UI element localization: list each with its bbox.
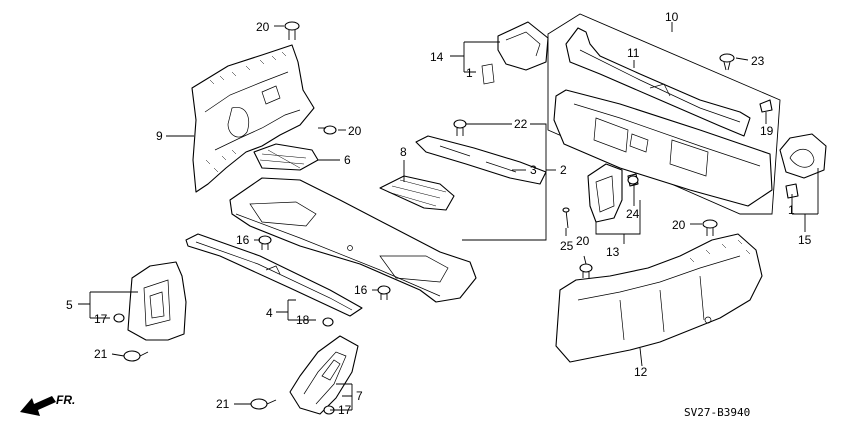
- diagram-code: SV27-B3940: [684, 406, 750, 419]
- callout-16: 16: [236, 233, 250, 247]
- callout-7: 7: [356, 389, 363, 403]
- callout-2: 2: [560, 163, 567, 177]
- callout-12: 12: [634, 365, 648, 379]
- part-12-right-trunk-lining[interactable]: [555, 233, 763, 363]
- part-11-rear-panel-lining[interactable]: [565, 27, 751, 137]
- part-9-left-trunk-lining[interactable]: [191, 44, 315, 193]
- part-8-panel[interactable]: [379, 175, 455, 211]
- leader-lines: [78, 22, 819, 411]
- callout-21: 21: [216, 397, 230, 411]
- callout-21: 21: [94, 347, 108, 361]
- callout-17: 17: [338, 403, 352, 417]
- part-5-left-trim[interactable]: [127, 261, 187, 341]
- callout-17: 17: [94, 312, 108, 326]
- callout-20: 20: [256, 20, 270, 34]
- callout-10: 10: [665, 10, 679, 24]
- clip-20-bottom[interactable]: [579, 263, 593, 278]
- callout-16: 16: [354, 283, 368, 297]
- callout-11: 11: [627, 46, 640, 60]
- callout-25: 25: [560, 239, 574, 253]
- clip-21-b[interactable]: [250, 398, 277, 410]
- callout-23: 23: [751, 54, 765, 68]
- clip-21-a[interactable]: [123, 350, 149, 362]
- part-15-right-cover[interactable]: [779, 133, 827, 199]
- callout-20: 20: [348, 124, 362, 138]
- clip-20-right[interactable]: [702, 219, 718, 236]
- part-6-mat[interactable]: [253, 143, 319, 171]
- clip-23[interactable]: [719, 53, 735, 71]
- clip-18[interactable]: [322, 317, 334, 327]
- screw-25[interactable]: [562, 207, 570, 229]
- callout-labels: 20 14 1 10 11 23 9 20 6 8 22 3 2 19 16 1…: [66, 10, 812, 417]
- clip-17-a[interactable]: [113, 313, 125, 323]
- part-3-tray-strip[interactable]: [415, 135, 547, 185]
- callout-9: 9: [156, 129, 163, 143]
- callout-5: 5: [66, 298, 73, 312]
- fr-label: FR.: [56, 393, 75, 407]
- callout-3: 3: [530, 163, 537, 177]
- callout-13: 13: [606, 245, 620, 259]
- part-7-lower-trim[interactable]: [289, 335, 359, 415]
- part-10-rear-panel-lower[interactable]: [553, 89, 773, 207]
- callout-1: 1: [788, 203, 795, 217]
- callout-20: 20: [672, 218, 686, 232]
- part-10-rear-panel-box: [547, 13, 781, 215]
- callout-8: 8: [400, 145, 407, 159]
- clip-16-a[interactable]: [258, 235, 272, 250]
- part-4-garnish[interactable]: [185, 233, 363, 317]
- clip-20-left[interactable]: [318, 125, 337, 135]
- clip-20-top[interactable]: [284, 21, 300, 40]
- clip-24[interactable]: [627, 175, 639, 185]
- part-14-bracket[interactable]: [481, 21, 549, 85]
- callout-14: 14: [430, 50, 444, 64]
- callout-19: 19: [760, 124, 774, 138]
- callout-22: 22: [514, 117, 528, 131]
- clip-22[interactable]: [453, 119, 467, 136]
- callout-15: 15: [798, 233, 812, 247]
- callout-1: 1: [466, 66, 473, 80]
- callout-18: 18: [296, 313, 310, 327]
- clip-16-b[interactable]: [377, 285, 391, 300]
- callout-24: 24: [626, 207, 640, 221]
- callout-4: 4: [266, 306, 273, 320]
- clip-19[interactable]: [759, 99, 773, 113]
- callout-6: 6: [344, 153, 351, 167]
- part-2-rear-tray[interactable]: [229, 177, 477, 303]
- front-direction-arrow: FR.: [20, 393, 75, 416]
- callout-20: 20: [576, 234, 590, 248]
